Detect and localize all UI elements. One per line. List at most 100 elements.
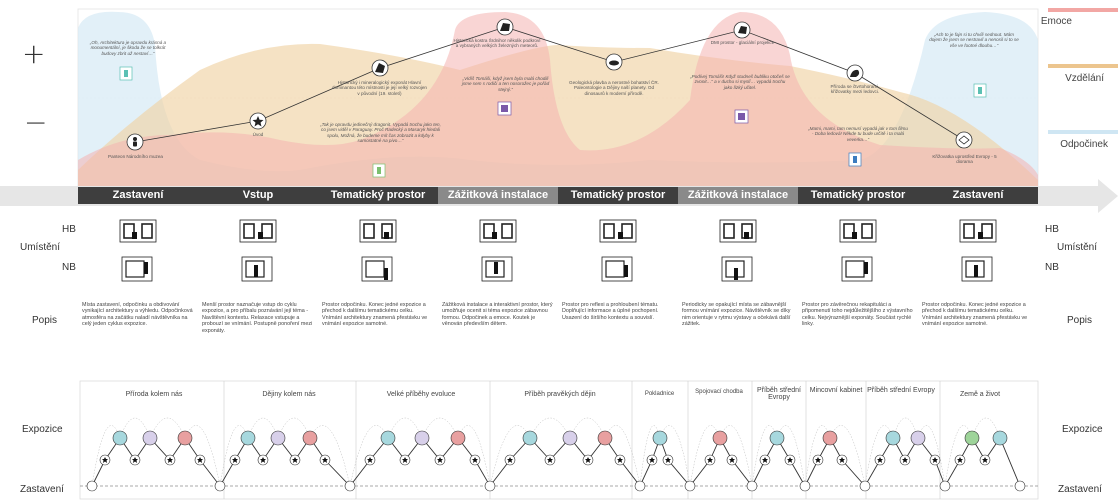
stop-node <box>859 480 871 492</box>
exhibit-caption: Příroda se čtvrtohorami, křižovatky mezi… <box>830 84 880 95</box>
mineral-icon <box>375 63 385 73</box>
section-title: Příběh pravěkých dějin <box>524 391 596 398</box>
hb-label-right: HB <box>1045 224 1059 235</box>
star-icon <box>367 457 373 463</box>
zastaveni-label-right: Zastavení <box>1058 484 1102 495</box>
star-icon <box>787 457 793 463</box>
whale-icon <box>609 60 619 66</box>
popis-text: Prostor pro reflexi a prohloubení tématu… <box>562 302 659 321</box>
stage-vstup: Vstup <box>198 187 318 204</box>
stop-node <box>86 480 98 492</box>
floor-plan-hb <box>959 219 997 243</box>
section-title: Příběh střední Evropy <box>867 387 935 394</box>
exhibit-caption: Geologická plavba a nerostné bohatství Č… <box>569 80 659 96</box>
floor-plan-nb <box>121 256 153 282</box>
emotion-curve <box>78 12 1038 187</box>
stop-node <box>684 480 696 492</box>
popis-text: Periodicky se opakující místa se zábavně… <box>682 302 791 328</box>
star-icon <box>437 457 443 463</box>
visitor-quote: „Podívej Tomáši! Když studneš bubliku ot… <box>690 74 790 90</box>
section-title: Dějiny kolem nás <box>262 391 316 398</box>
exhibit-node <box>769 430 785 446</box>
popis-text: Prostor odpočinku. Konec jedné expozice … <box>922 302 1028 328</box>
visitor-quote: „Oh, Architektura je opravdu krásná a mo… <box>89 40 167 56</box>
expozice-label-left: Expozice <box>22 424 63 435</box>
legend-emotion-label: Emoce <box>1040 16 1072 27</box>
exhibit-node <box>177 430 193 446</box>
exhibit-node <box>992 430 1008 446</box>
floor-plan-nb <box>241 256 273 282</box>
umisteni-label-right: Umístění <box>1057 242 1098 253</box>
star-icon <box>547 457 553 463</box>
exhibit-node <box>652 430 668 446</box>
floor-plan-nb <box>361 256 393 282</box>
star-icon <box>839 457 845 463</box>
exhibit-node <box>414 430 430 446</box>
mineral-icon <box>500 23 510 31</box>
exhibit-node <box>562 430 578 446</box>
stage-tematicky-prostor: Tematický prostor <box>318 187 438 204</box>
star-icon <box>232 457 238 463</box>
section-title: Velké příběhy evoluce <box>386 391 456 398</box>
floor-plan-hb <box>359 219 397 243</box>
hb-label-left: HB <box>62 224 76 235</box>
section-title: Spojovací chodba <box>695 389 743 395</box>
stop-node <box>746 480 758 492</box>
exhibit-node <box>112 430 128 446</box>
exhibit-node <box>240 430 256 446</box>
umisteni-label-left: Umístění <box>20 242 61 253</box>
legend-rest-bar <box>1048 130 1118 134</box>
exhibit-node <box>380 430 396 446</box>
entrance-caption: Úvod <box>252 132 264 137</box>
plus-sign: + <box>22 37 46 70</box>
squirrel-icon <box>850 69 860 77</box>
stop-caption: Křižovatka uprostřed Evropy - 5 diorama <box>932 154 997 165</box>
zastaveni-label-left: Zastavení <box>20 484 64 495</box>
visitor-quote: „Mami, mami, tam nemusí vypadá jak v tom… <box>808 126 908 142</box>
exhibit-node <box>142 430 158 446</box>
star-icon <box>252 116 264 127</box>
legend-education-bar <box>1048 64 1118 68</box>
stop-node <box>799 480 811 492</box>
stage-zastaveni: Zastavení <box>78 187 198 204</box>
expozice-label-right: Expozice <box>1062 424 1103 435</box>
visitor-quote: „Ach to je fajn si tu chvíli sednout. Má… <box>929 32 1019 48</box>
stage-tematicky-prostor: Tematický prostor <box>798 187 918 204</box>
exhibit-caption: Historický i mineralogický exponát Hlavn… <box>332 80 427 96</box>
stage-zastaveni: Zastavení <box>918 187 1038 204</box>
popis-label-left: Popis <box>32 315 58 326</box>
star-icon <box>197 457 203 463</box>
star-icon <box>762 457 768 463</box>
star-icon <box>665 457 671 463</box>
person-icon <box>133 137 137 147</box>
popis-text: Menší prostor naznačuje vstup do cyklu e… <box>202 302 313 334</box>
exhibit-node <box>522 430 538 446</box>
section-title: Příroda kolem nás <box>125 391 183 398</box>
popis-text: Zážitková instalace a interaktivní prost… <box>442 302 553 328</box>
star-icon <box>472 457 478 463</box>
diamond-icon <box>958 135 970 145</box>
star-icon <box>260 457 266 463</box>
popis-text: Místa zastavení, odpočinku a obdivování … <box>82 302 193 328</box>
visitor-quote: „Tak je opravdu jedinečný dragonit. Vypa… <box>320 122 441 144</box>
mineral-icon <box>738 26 747 34</box>
visitor-quote: „Vidíš Tomáši, když jsem byla malá chodi… <box>461 76 550 92</box>
star-icon <box>707 457 713 463</box>
stage-tematicky-prostor: Tematický prostor <box>558 187 678 204</box>
star-icon <box>617 457 623 463</box>
section-title: Země a život <box>959 391 1001 398</box>
exhibit-node <box>964 430 980 446</box>
floor-plans <box>119 219 997 282</box>
star-icon <box>877 457 883 463</box>
exhibit-node <box>822 430 838 446</box>
section-title: Příběh střední Evropy <box>757 387 801 401</box>
legend-education-label: Vzdělání <box>1065 73 1104 84</box>
star-icon <box>322 457 328 463</box>
floor-plan-hb <box>239 219 277 243</box>
floor-plan-hb <box>599 219 637 243</box>
star-icon <box>729 457 735 463</box>
popis-text: Prostor odpočinku. Konec jedné expozice … <box>322 302 428 328</box>
star-icon <box>507 457 513 463</box>
star-icon <box>585 457 591 463</box>
exhibit-node <box>885 430 901 446</box>
